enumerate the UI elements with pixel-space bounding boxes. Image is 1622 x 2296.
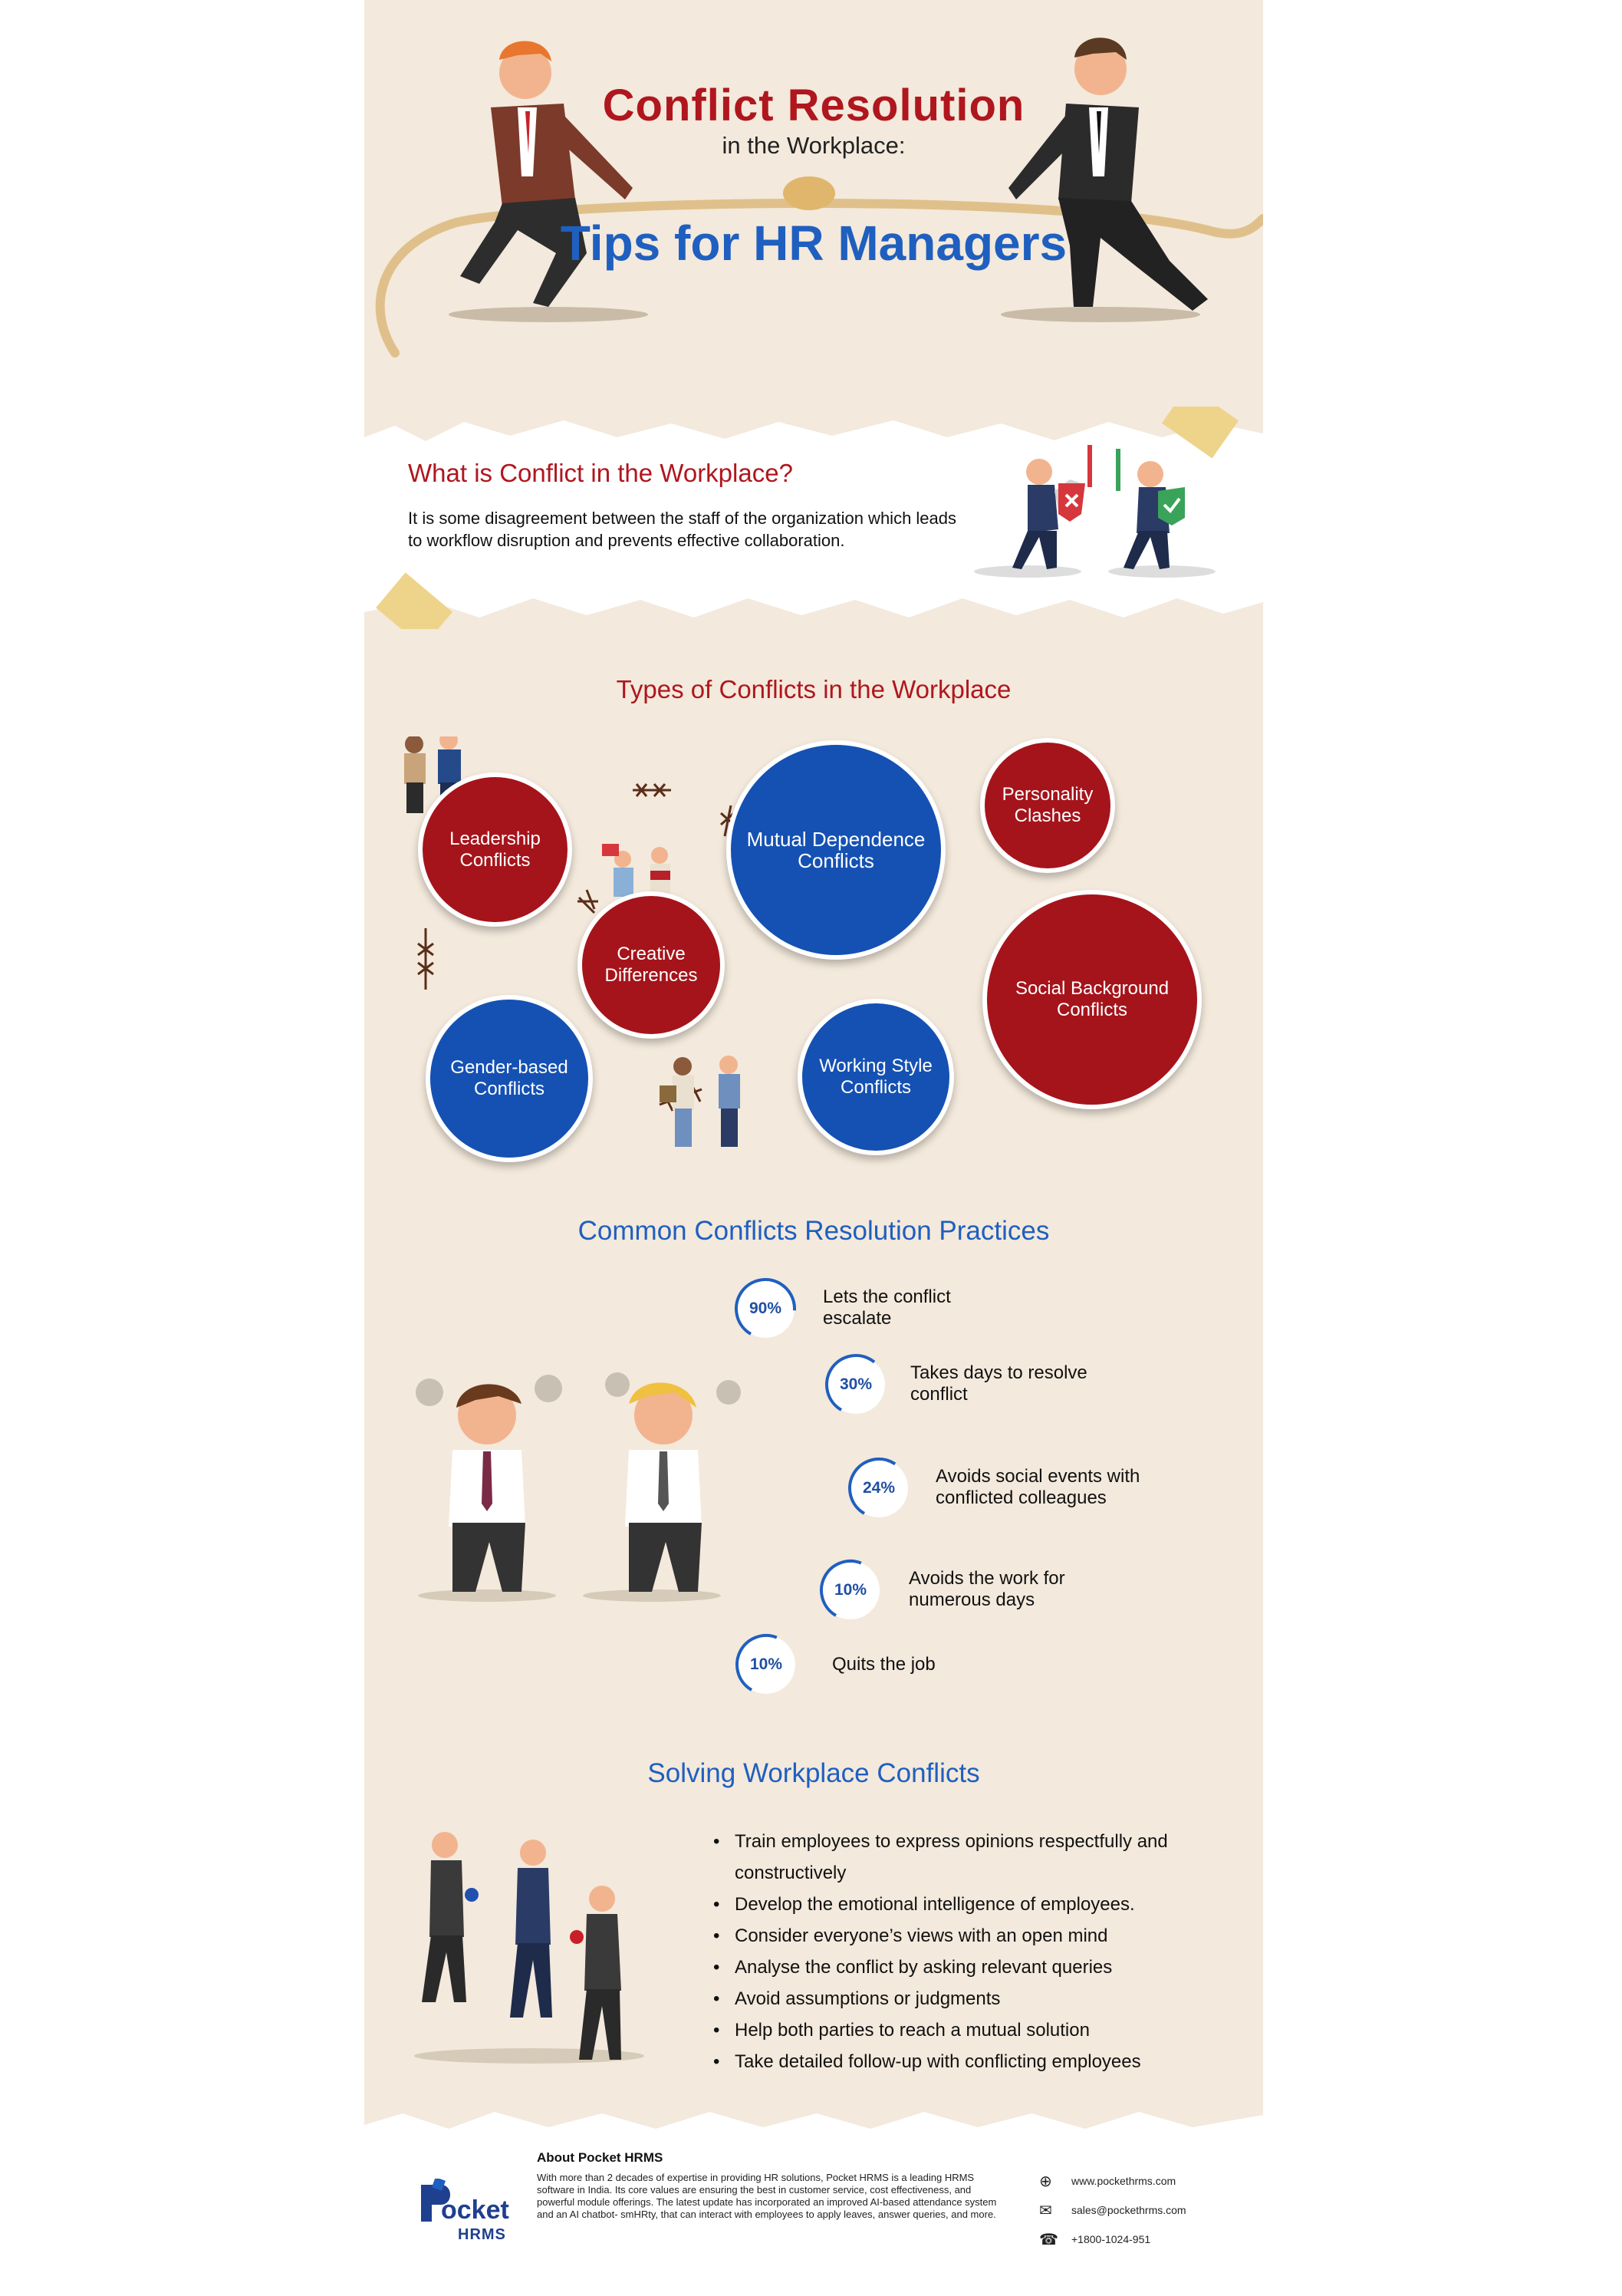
stat-percent-10: 10% [733, 1632, 799, 1698]
working-style-conflicts-circle: Working Style Conflicts [798, 999, 954, 1155]
mail-icon: ✉ [1039, 2202, 1052, 2219]
social-background-conflicts-circle: Social Background Conflicts [982, 890, 1202, 1109]
tip-item: Analyse the conflict by asking relevant … [713, 1952, 1242, 1983]
types-heading: Types of Conflicts in the Workplace [616, 675, 1012, 703]
what-is-heading: What is Conflict in the Workplace? [408, 459, 793, 487]
stat-percent-24: 24% [846, 1455, 912, 1521]
page-title: Conflict Resolution [602, 81, 1025, 130]
progress-arc [735, 1278, 796, 1339]
about-text: With more than 2 decades of expertise in… [537, 2172, 997, 2220]
logo-word: ocket [441, 2196, 509, 2225]
stat-text: Avoids social events with conflicted col… [936, 1466, 1140, 1508]
leadership-conflicts-circle: Leadership Conflicts [418, 772, 572, 927]
stat-text: Lets the conflict escalate [823, 1286, 951, 1329]
what-is-text: It is some disagreement between the staf… [408, 509, 957, 550]
stat-percent-30: 30% [823, 1352, 889, 1418]
mutual-dependence-conflicts-circle: Mutual Dependence Conflicts [726, 740, 946, 960]
practices-heading: Common Conflicts Resolution Practices [577, 1216, 1050, 1246]
creative-team-illustration [602, 844, 670, 897]
progress-ring [735, 1278, 796, 1339]
solving-heading: Solving Workplace Conflicts [647, 1758, 980, 1788]
stat-text: Avoids the work for numerous days [909, 1568, 1065, 1610]
tip-item: Develop the emotional intelligence of em… [713, 1889, 1242, 1920]
stat-percent-10: 10% [818, 1557, 883, 1623]
email-link[interactable]: sales@pockethrms.com [1071, 2204, 1186, 2216]
tip-item: Consider everyone’s views with an open m… [713, 1920, 1242, 1952]
workers-disagreeing-illustration [660, 1056, 740, 1147]
tip-item: Help both parties to reach a mutual solu… [713, 2014, 1242, 2046]
footer-band [364, 2112, 1263, 2296]
progress-arc [820, 1560, 881, 1621]
stat-percent-90: 90% [732, 1276, 798, 1342]
about-heading: About Pocket HRMS [537, 2150, 663, 2165]
mediation-illustration [414, 1832, 644, 2064]
tip-item: Train employees to express opinions resp… [713, 1826, 1242, 1889]
tug-of-war-illustration [375, 38, 1263, 357]
creative-differences-circle: Creative Differences [577, 891, 725, 1039]
phone-icon: ☎ [1039, 2232, 1058, 2248]
solving-tips-list: Train employees to express opinions resp… [713, 1826, 1242, 2077]
progress-arc [735, 1634, 797, 1695]
sword-fight-illustration [974, 445, 1216, 578]
infographic: Conflict Resolution in the Workplace: Ti… [364, 0, 1263, 2296]
stat-text: Takes days to resolve conflict [910, 1362, 1087, 1405]
stat-text: Quits the job [832, 1654, 936, 1675]
phone-link[interactable]: +1800-1024-951 [1071, 2233, 1151, 2245]
personality-clashes-circle: Personality Clashes [980, 738, 1115, 873]
logo-sub: HRMS [458, 2226, 506, 2243]
page-tagline: Tips for HR Managers [560, 216, 1068, 271]
tip-item: Avoid assumptions or judgments [713, 1983, 1242, 2014]
progress-ring [825, 1354, 887, 1415]
progress-ring [820, 1560, 881, 1621]
website-link[interactable]: www.pockethrms.com [1071, 2175, 1176, 2187]
pocket-hrms-logo[interactable]: ocket HRMS [418, 2179, 510, 2255]
globe-icon: ⊕ [1039, 2173, 1052, 2190]
page-subtitle: in the Workplace: [722, 132, 906, 159]
logo-p-icon [421, 2179, 450, 2222]
progress-arc [825, 1354, 887, 1415]
progress-arc [848, 1458, 910, 1519]
angry-employees-illustration [416, 1372, 741, 1602]
progress-ring [848, 1458, 910, 1519]
gender-based-conflicts-circle: Gender-based Conflicts [426, 995, 593, 1162]
tip-item: Take detailed follow-up with conflicting… [713, 2046, 1242, 2077]
progress-ring [735, 1634, 797, 1695]
